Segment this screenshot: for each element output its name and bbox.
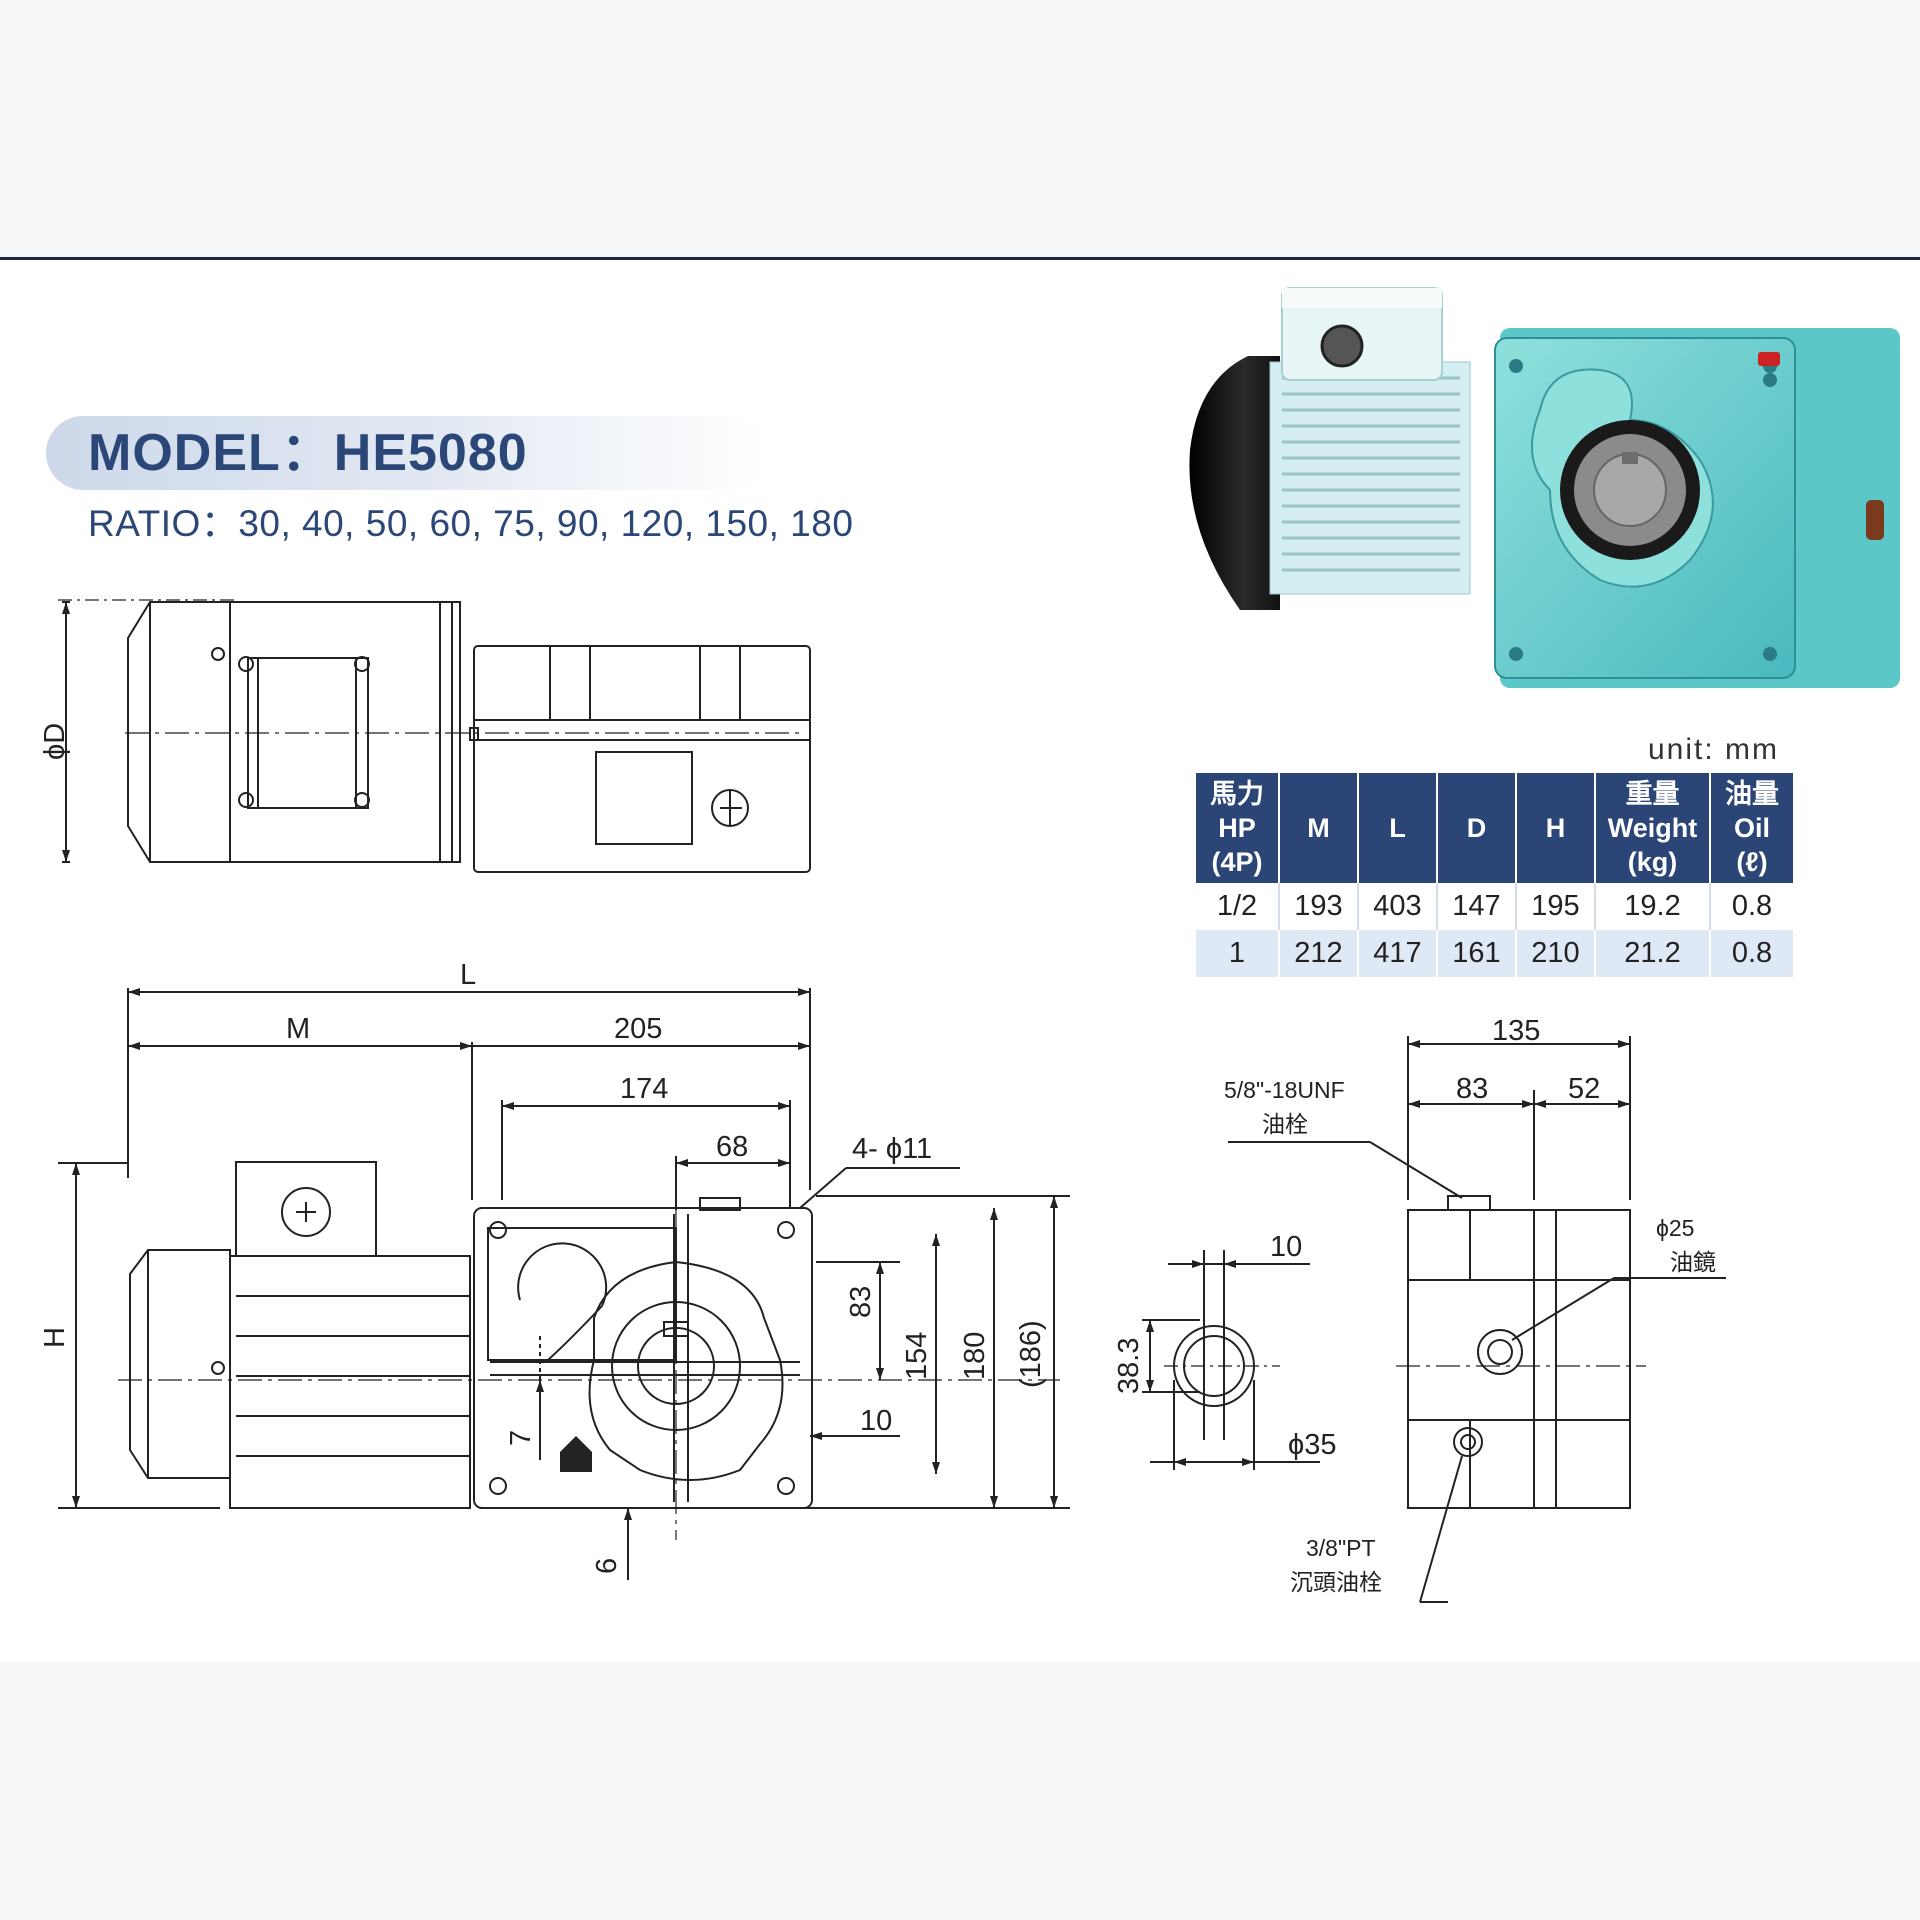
table-cell: 147 (1437, 883, 1517, 930)
dim-bore: ϕ35 (1288, 1429, 1337, 1461)
dim-key: 10 (1270, 1231, 1302, 1263)
dim-10: 10 (860, 1405, 892, 1437)
table-cell: 417 (1358, 930, 1438, 977)
dim-83: 83 (845, 1286, 877, 1318)
table-cell: 21.2 (1595, 930, 1711, 977)
dim-135: 135 (1492, 1015, 1540, 1047)
sight-name: 油鏡 (1670, 1249, 1716, 1275)
dim-154: 154 (901, 1332, 933, 1380)
dim-h: H (39, 1327, 71, 1348)
plug-bottom-name: 沉頭油栓 (1290, 1569, 1382, 1595)
dim-38-3: 38.3 (1113, 1338, 1145, 1394)
bottom-band (0, 1662, 1920, 1920)
dim-205: 205 (614, 1013, 662, 1045)
plug-top-spec: 5/8"-18UNF (1224, 1077, 1345, 1103)
header-l: L (1358, 773, 1438, 883)
top-band (0, 0, 1920, 258)
table-cell: 1/2 (1196, 883, 1280, 930)
dim-186: (186) (1015, 1320, 1047, 1388)
table-row: 1 212 417 161 210 21.2 0.8 (1196, 930, 1793, 977)
dim-174: 174 (620, 1073, 668, 1105)
unit-label: unit: mm (1648, 733, 1780, 766)
table-cell: 195 (1516, 883, 1596, 930)
model-title: MODEL：HE5080 (88, 424, 528, 482)
product-photo (1189, 287, 1900, 688)
table-cell: 403 (1358, 883, 1438, 930)
dim-l: L (460, 959, 476, 991)
ratio-list: RATIO：30, 40, 50, 60, 75, 90, 120, 150, … (88, 503, 854, 544)
side-view (1228, 1036, 1726, 1603)
dim-6: 6 (591, 1558, 623, 1574)
table-cell: 212 (1279, 930, 1359, 977)
plug-top-name: 油栓 (1262, 1111, 1308, 1137)
dim-holes: 4- ϕ11 (852, 1133, 932, 1165)
header-d: D (1437, 773, 1517, 883)
table-cell: 210 (1516, 930, 1596, 977)
plug-bottom-spec: 3/8"PT (1306, 1535, 1376, 1561)
header-m: M (1279, 773, 1359, 883)
dim-68: 68 (716, 1131, 748, 1163)
top-view (58, 599, 811, 873)
header-h: H (1516, 773, 1596, 883)
dim-7: 7 (505, 1430, 537, 1446)
front-view (58, 988, 1070, 1580)
dimension-lines (128, 988, 810, 1167)
top-divider (0, 257, 1920, 260)
dim-52: 52 (1568, 1073, 1600, 1105)
shaft-section (1142, 1250, 1320, 1470)
table-cell: 161 (1437, 930, 1517, 977)
table-cell: 193 (1279, 883, 1359, 930)
model-banner (46, 416, 766, 490)
sight-size: ϕ25 (1656, 1215, 1694, 1241)
dim-m: M (286, 1013, 310, 1045)
dim-180: 180 (959, 1332, 991, 1380)
table-cell: 0.8 (1710, 930, 1793, 977)
table-cell: 0.8 (1710, 883, 1793, 930)
table-cell: 19.2 (1595, 883, 1711, 930)
table-cell: 1 (1196, 930, 1280, 977)
dim-phi-d: ϕD (39, 723, 71, 760)
dim-83b: 83 (1456, 1073, 1488, 1105)
table-row: 1/2 193 403 147 195 19.2 0.8 (1196, 883, 1793, 930)
